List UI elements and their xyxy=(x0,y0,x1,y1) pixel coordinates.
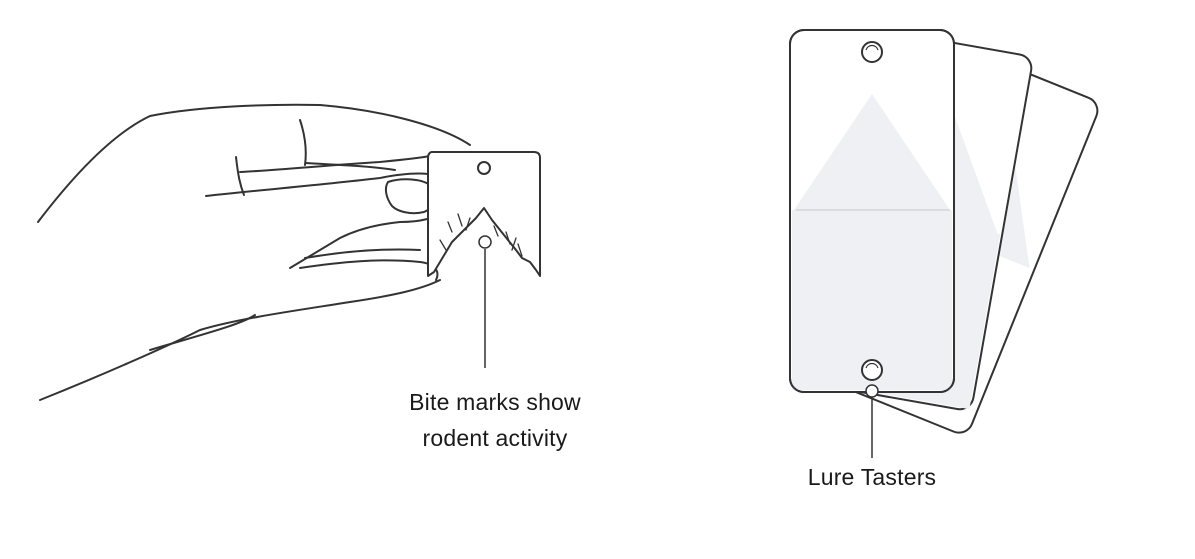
bite-marks xyxy=(439,213,523,257)
bite-caption-line-1: Bite marks show xyxy=(409,389,581,415)
bite-caption-line-2: rodent activity xyxy=(422,425,568,451)
lure-taster-card-front xyxy=(789,29,955,393)
lure-caption-line-1: Lure Tasters xyxy=(807,464,937,490)
bitten-taster-card xyxy=(427,151,541,277)
taster-hole xyxy=(477,161,491,175)
hand-holding-bitten-taster-icon xyxy=(37,103,541,401)
bite-callout-dot xyxy=(478,235,492,249)
lure-callout-pointer xyxy=(865,384,879,458)
finger-fold-2 xyxy=(305,162,396,171)
palm-curve xyxy=(149,314,256,351)
hand-outline xyxy=(37,103,471,223)
finger-fold xyxy=(239,155,431,173)
thumbnail xyxy=(384,178,436,215)
lower-finger xyxy=(299,259,439,281)
bite-callout-pointer xyxy=(478,235,492,368)
lure-tasters-caption: Lure Tasters xyxy=(742,459,1002,495)
knuckle-crease xyxy=(235,156,245,196)
lure-callout-dot xyxy=(865,384,879,398)
bite-marks-caption: Bite marks show rodent activity xyxy=(360,384,630,456)
lower-finger-2 xyxy=(304,248,421,259)
stacked-lure-tasters-icon xyxy=(789,29,1099,434)
wrist-outline xyxy=(39,279,441,401)
knuckle-crease-2 xyxy=(299,119,307,166)
